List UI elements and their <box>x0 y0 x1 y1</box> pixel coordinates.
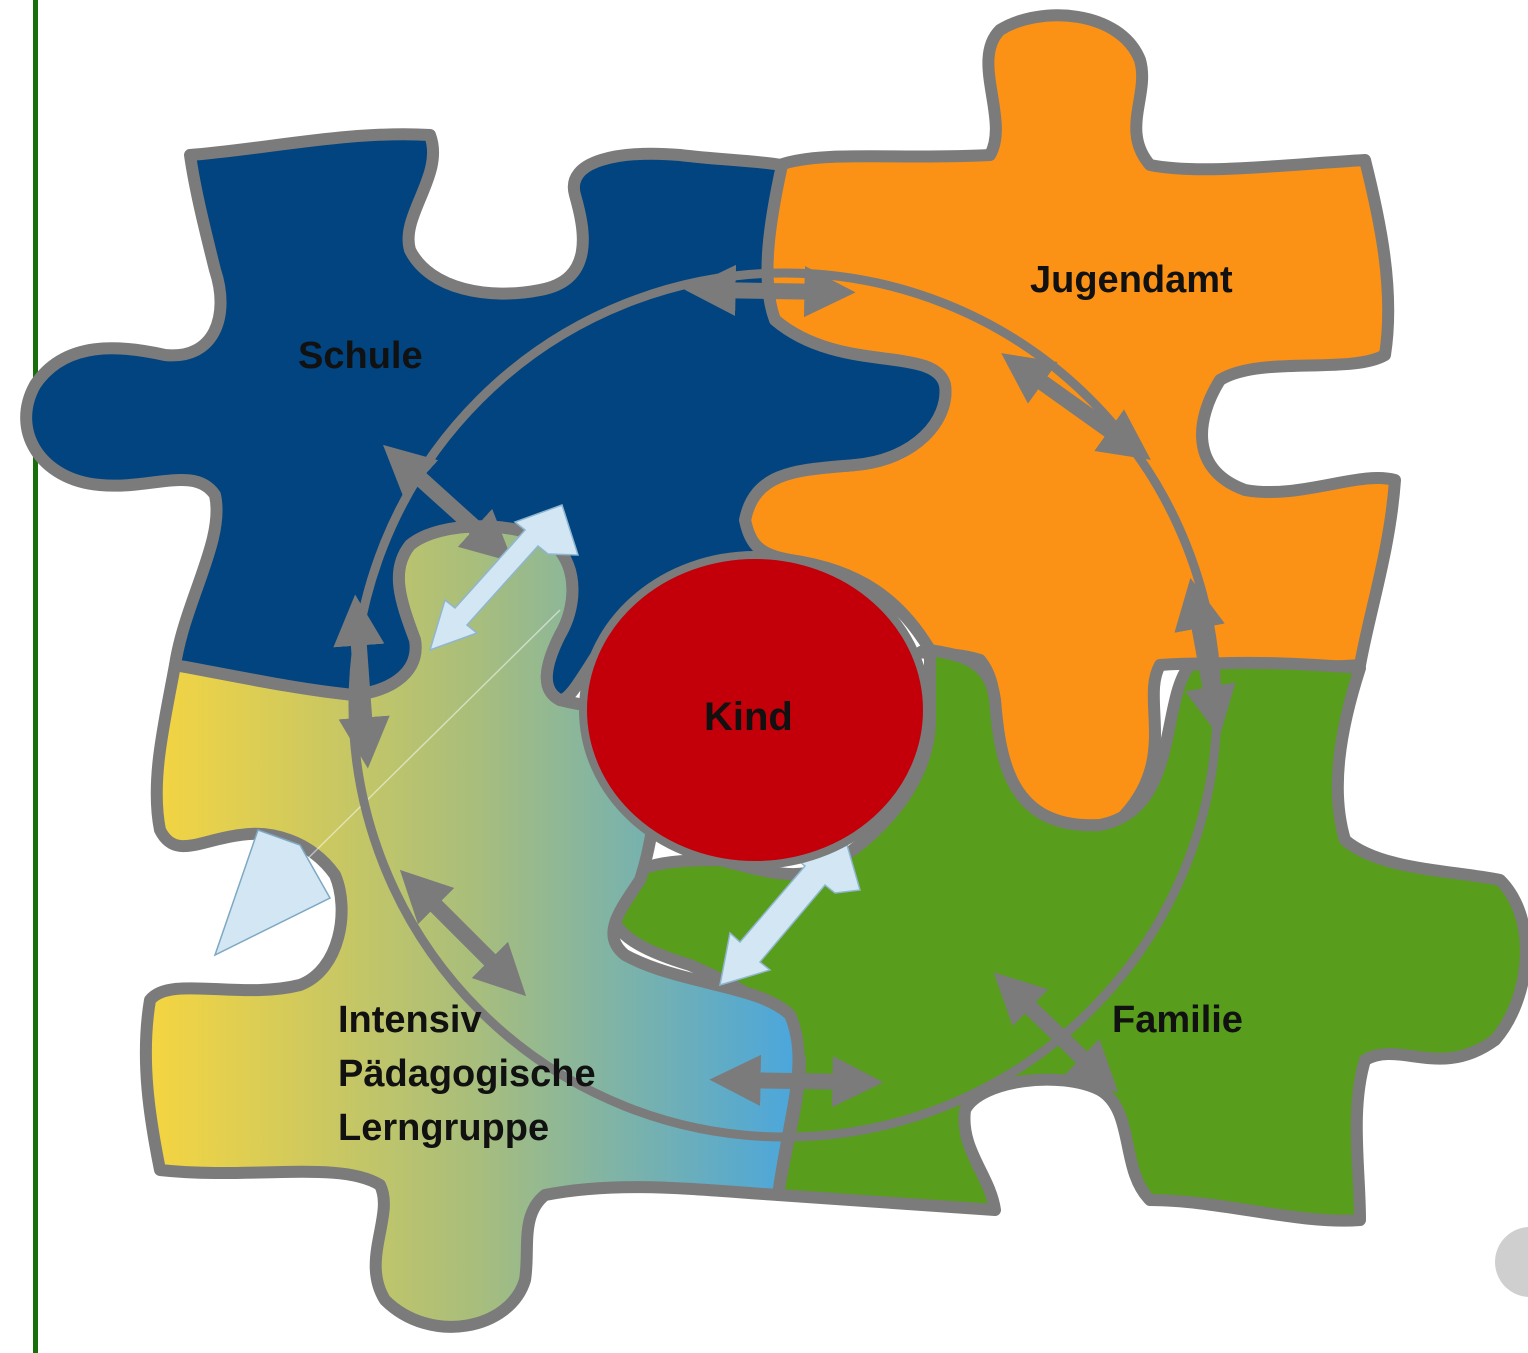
label-lerngruppe-line2: Pädagogische <box>338 1053 596 1095</box>
label-lerngruppe-line3: Lerngruppe <box>338 1107 549 1149</box>
kind-circle <box>579 551 931 869</box>
ring-arrows <box>333 264 1236 1108</box>
edge-dot <box>1495 1227 1528 1297</box>
left-border-bar <box>33 0 38 1353</box>
label-schule: Schule <box>298 335 423 377</box>
label-lerngruppe-line1: Intensiv <box>338 999 482 1041</box>
light-arrow-partial <box>213 829 332 957</box>
ring-arrow-right <box>1174 577 1236 738</box>
ring-arrow-top <box>684 264 856 318</box>
ring-arrow-top-left <box>382 444 514 563</box>
label-kind: Kind <box>704 695 793 739</box>
light-arrow-upper <box>428 504 580 652</box>
ring-arrow-top-right <box>1001 353 1151 460</box>
ring-arrow-left <box>333 594 390 769</box>
label-jugendamt: Jugendamt <box>1030 259 1233 301</box>
label-familie: Familie <box>1112 999 1243 1041</box>
ring-arrow-bottom-left <box>399 869 527 997</box>
ring-arrow-bottom <box>709 1054 884 1108</box>
ring-arrow-bottom-right <box>993 972 1119 1093</box>
